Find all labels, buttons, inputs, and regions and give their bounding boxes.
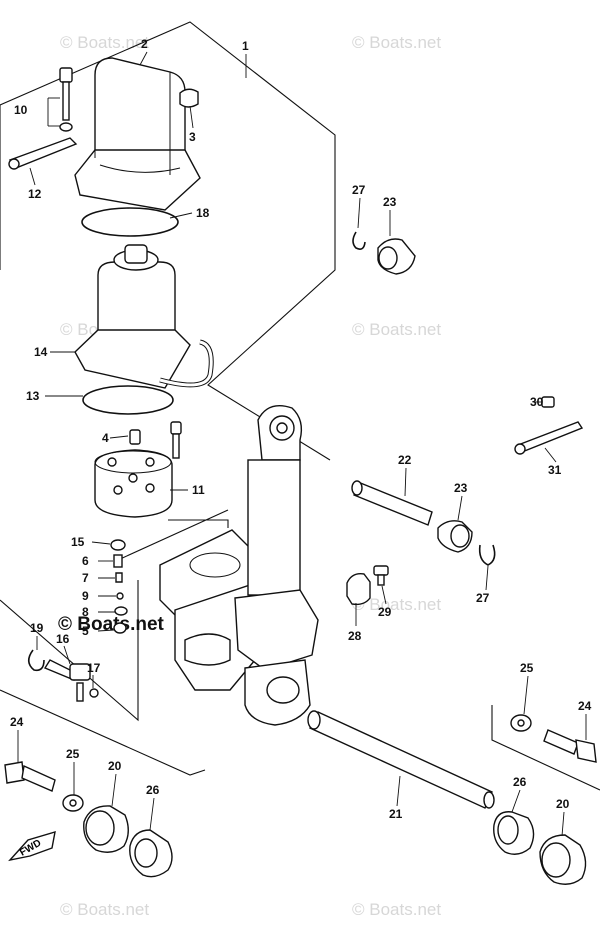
shaft-21	[307, 710, 495, 809]
callout-23a: 23	[383, 195, 397, 209]
bushing-23-upper	[352, 231, 416, 275]
callout-23b: 23	[454, 481, 468, 495]
callout-30: 30	[530, 395, 544, 409]
callout-9: 9	[82, 589, 89, 603]
callout-31: 31	[548, 463, 562, 477]
bolt-10	[47, 67, 73, 132]
callout-26a: 26	[146, 783, 160, 797]
callout-24a: 24	[10, 715, 24, 729]
right-bolt-group	[491, 705, 600, 791]
callout-26b: 26	[513, 775, 527, 789]
callout-14: 14	[34, 345, 48, 359]
callout-12: 12	[28, 187, 42, 201]
watermark: © Boats.net	[60, 33, 149, 52]
callout-2: 2	[141, 37, 148, 51]
fwd-arrow-icon: FWD	[8, 831, 56, 862]
tilt-cylinder	[234, 405, 319, 726]
callout-1: 1	[242, 39, 249, 53]
tilt-bracket	[159, 529, 256, 691]
o-ring-13	[82, 385, 174, 415]
callout-24b: 24	[578, 699, 592, 713]
callout-11: 11	[192, 483, 205, 497]
callout-13: 13	[26, 389, 40, 403]
callout-29: 29	[378, 605, 392, 619]
leader-lines	[17, 51, 587, 837]
right-bushings	[493, 811, 587, 885]
callout-17: 17	[87, 661, 101, 675]
callout-27b: 27	[476, 591, 490, 605]
callout-28: 28	[348, 629, 362, 643]
callout-27a: 27	[352, 183, 366, 197]
callout-6: 6	[82, 554, 89, 568]
pump-11	[94, 421, 182, 518]
callout-7: 7	[82, 571, 89, 585]
callout-18: 18	[196, 206, 210, 220]
assembly-frame	[0, 21, 336, 776]
callout-5: 5	[82, 624, 89, 638]
pin-22	[351, 480, 496, 566]
grommet-3	[179, 88, 199, 108]
callout-4: 4	[102, 431, 109, 445]
callout-16: 16	[56, 632, 70, 646]
bushing-28	[346, 565, 389, 606]
watermark: © Boats.net	[352, 595, 441, 614]
callout-25b: 25	[520, 661, 534, 675]
watermark: © Boats.net	[352, 320, 441, 339]
o-ring-18	[81, 207, 179, 237]
valve-parts	[110, 539, 128, 634]
callout-20b: 20	[556, 797, 570, 811]
watermark: © Boats.net	[352, 33, 441, 52]
clip-31	[514, 396, 584, 455]
callout-8: 8	[82, 605, 89, 619]
callout-21: 21	[389, 807, 403, 821]
callout-25a: 25	[66, 747, 80, 761]
left-bolt-group	[4, 761, 173, 878]
callout-15: 15	[71, 535, 85, 549]
watermark-dark: © Boats.net	[58, 614, 165, 635]
motor-cover	[74, 57, 201, 211]
callout-19: 19	[30, 621, 44, 635]
watermark: © Boats.net	[352, 900, 441, 919]
clip-12	[8, 137, 78, 170]
callout-3: 3	[189, 130, 196, 144]
watermark: © Boats.net	[60, 900, 149, 919]
motor-14	[74, 244, 214, 389]
callout-20a: 20	[108, 759, 122, 773]
valve-16	[27, 649, 99, 702]
callout-10: 10	[14, 103, 28, 117]
callouts: 2 1 10 3 12 18 27 23 14 13 30 4 22 31 23…	[10, 37, 592, 821]
callout-22: 22	[398, 453, 412, 467]
